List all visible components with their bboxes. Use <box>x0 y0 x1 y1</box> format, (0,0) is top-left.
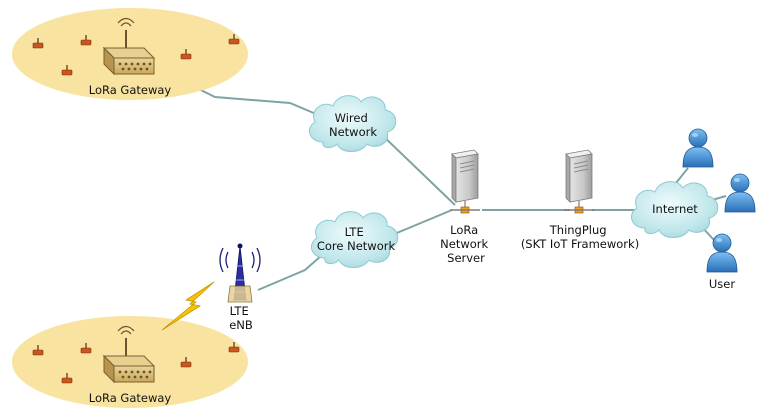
lte-enb-tower-icon <box>219 243 261 303</box>
links <box>159 69 727 291</box>
lora-network-server-label: LoRa Network Server <box>440 223 492 265</box>
lora-network-server: LoRa Network Server <box>440 149 492 265</box>
user-icon <box>706 233 738 273</box>
lora-gateway-top-label: LoRa Gateway <box>89 83 172 97</box>
user-icon <box>682 128 714 168</box>
lora-gateway-bottom-area: LoRa Gateway <box>12 316 248 408</box>
lora-gateway-bottom-label: LoRa Gateway <box>89 391 172 405</box>
link-wired-server <box>379 132 456 206</box>
user-icon <box>724 173 756 213</box>
thingplug-label: ThingPlug (SKT IoT Framework) <box>521 223 639 251</box>
server-icon <box>563 149 595 214</box>
lte-enb-label: LTE eNB <box>229 304 253 332</box>
internet-cloud: Internet <box>630 181 719 238</box>
user-label: User <box>709 277 735 291</box>
wired-network-cloud: Wired Network <box>308 95 397 152</box>
internet-label: Internet <box>652 202 698 216</box>
lte-core-network-cloud: LTE Core Network <box>310 211 399 268</box>
users: User <box>682 128 756 291</box>
lora-gateway-top-area: LoRa Gateway <box>12 8 248 100</box>
wired-network-label: Wired Network <box>329 111 377 139</box>
lightning-bolt-icon <box>161 281 215 331</box>
lte-core-network-label: LTE Core Network <box>317 225 396 253</box>
thingplug-server: ThingPlug (SKT IoT Framework) <box>521 149 639 251</box>
